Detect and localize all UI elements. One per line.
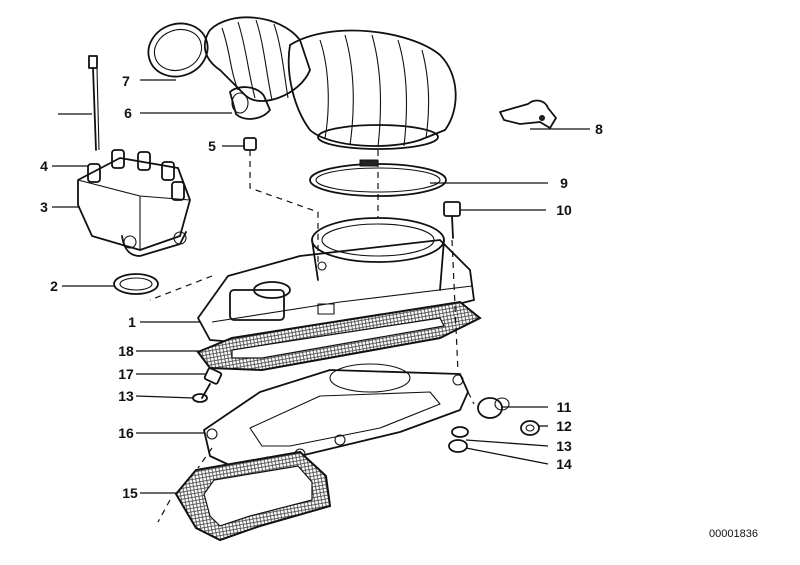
plug-part xyxy=(243,137,257,151)
elbow-pipe-part xyxy=(229,86,271,120)
callout-17: 17 xyxy=(118,366,134,382)
callout-13-right: 13 xyxy=(556,438,572,454)
callout-13-left: 13 xyxy=(118,388,134,404)
bracket-clip-part xyxy=(499,99,557,129)
bolt-10-part xyxy=(443,201,461,239)
damper-11-part xyxy=(477,397,510,419)
washer-13-right-part xyxy=(451,426,469,438)
washer-13-left-part xyxy=(192,393,208,403)
callout-2: 2 xyxy=(50,278,58,294)
callout-3: 3 xyxy=(40,199,48,215)
callout-14: 14 xyxy=(556,456,572,472)
callout-8: 8 xyxy=(595,121,603,137)
lower-gasket-part xyxy=(174,450,332,542)
assembly-lines xyxy=(149,150,475,523)
air-collector-hood-part xyxy=(287,29,457,150)
leader-lines xyxy=(52,79,590,494)
bolt-17-part xyxy=(201,367,223,399)
callout-9: 9 xyxy=(560,175,568,191)
callout-1: 1 xyxy=(128,314,136,330)
nut-14-part xyxy=(448,439,468,453)
callout-15: 15 xyxy=(122,485,138,501)
callout-11: 11 xyxy=(557,399,572,415)
distributor-cap-part xyxy=(77,149,191,257)
long-bolt-part xyxy=(88,55,100,151)
o-ring-part xyxy=(113,273,159,295)
diagram-reference-number: 00001836 xyxy=(709,528,758,540)
callout-5: 5 xyxy=(208,138,216,154)
callout-4: 4 xyxy=(40,158,48,174)
callout-18: 18 xyxy=(118,343,134,359)
callout-labels: 7 6 5 4 3 2 1 18 17 13 16 15 8 9 10 11 1… xyxy=(40,73,603,501)
hose-clamp-part xyxy=(147,22,209,78)
nut-12-part xyxy=(520,420,540,436)
upper-gasket-part xyxy=(196,300,482,372)
callout-16: 16 xyxy=(118,425,134,441)
intake-boot-part xyxy=(203,16,311,102)
callout-10: 10 xyxy=(556,202,572,218)
callout-7: 7 xyxy=(122,73,130,89)
callout-12: 12 xyxy=(556,418,572,434)
callout-6: 6 xyxy=(124,105,132,121)
